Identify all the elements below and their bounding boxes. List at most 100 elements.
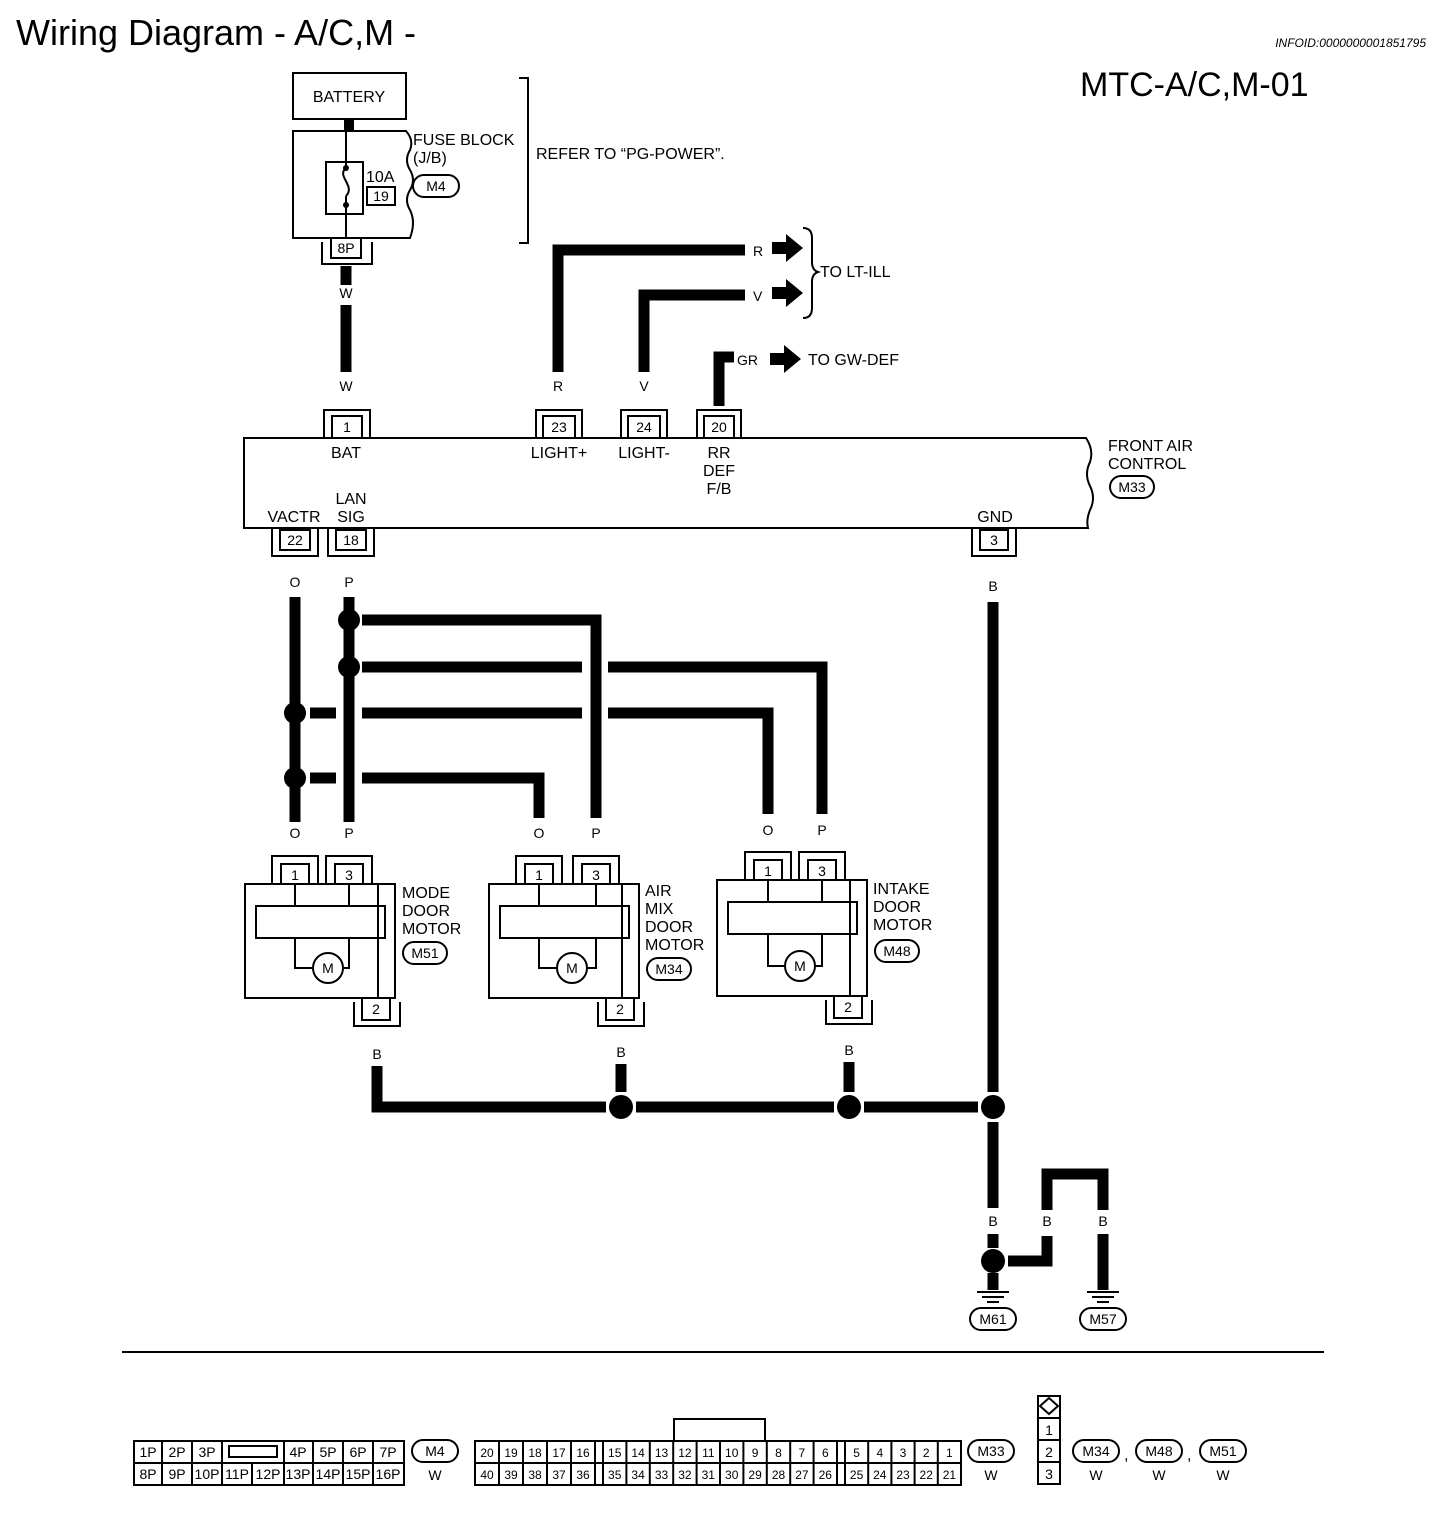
svg-text:6P: 6P: [349, 1444, 366, 1460]
m33-pin-label: 33: [655, 1468, 669, 1482]
svg-text:CONTROL: CONTROL: [1108, 456, 1186, 473]
svg-text:16P: 16P: [376, 1466, 401, 1482]
svg-text:LIGHT-: LIGHT-: [618, 445, 670, 462]
svg-text:11P: 11P: [225, 1466, 249, 1482]
svg-text:4P: 4P: [289, 1444, 306, 1460]
pin-bat: 1 BAT: [323, 409, 371, 462]
svg-text:MODE: MODE: [402, 885, 450, 902]
m33-pin-label: 28: [772, 1468, 786, 1482]
air-mix-door-motor: 1 3 M 2 AIR MIX DOOR MOTOR M34: [488, 855, 704, 1027]
svg-text:P: P: [591, 825, 600, 841]
svg-text:MIX: MIX: [645, 901, 674, 918]
svg-text:2: 2: [844, 999, 852, 1015]
svg-text:R: R: [553, 378, 563, 394]
svg-text:O: O: [290, 574, 301, 590]
m33-pin-label: 27: [795, 1468, 809, 1482]
svg-text:10P: 10P: [195, 1466, 220, 1482]
svg-text:3P: 3P: [198, 1444, 215, 1460]
svg-text:19: 19: [373, 188, 389, 204]
svg-text:3: 3: [818, 863, 826, 879]
m33-pin-label: 6: [822, 1446, 829, 1460]
svg-text:DOOR: DOOR: [645, 919, 693, 936]
svg-text:M34: M34: [1082, 1443, 1109, 1459]
svg-text:W: W: [339, 285, 353, 301]
svg-text:B: B: [1042, 1213, 1051, 1229]
svg-text:V: V: [753, 288, 763, 304]
mode-door-motor: 1 3 M 2 MODE DOOR MOTOR M51: [244, 855, 461, 1027]
svg-text:TO GW-DEF: TO GW-DEF: [808, 352, 899, 369]
svg-text:M34: M34: [655, 961, 682, 977]
refer-note: REFER TO “PG-POWER”.: [519, 77, 725, 244]
m33-pin-label: 31: [702, 1468, 716, 1482]
svg-text:M4: M4: [425, 1443, 445, 1459]
ground-m57: M57: [1079, 1291, 1127, 1331]
svg-text:M51: M51: [411, 945, 438, 961]
svg-text:BAT: BAT: [331, 445, 361, 462]
m33-pin-label: 36: [576, 1468, 590, 1482]
m33-pin-label: 2: [923, 1446, 930, 1460]
m33-pin-label: 8: [775, 1446, 782, 1460]
svg-text:M61: M61: [979, 1311, 1006, 1327]
fuse-terminal-8p: 8P: [321, 237, 373, 265]
intake-door-motor: 1 3 M 2 INTAKE DOOR MOTOR M48: [716, 851, 932, 1025]
svg-text:10A: 10A: [366, 169, 395, 186]
svg-text:V: V: [639, 378, 649, 394]
svg-text:DOOR: DOOR: [402, 903, 450, 920]
svg-text:AIR: AIR: [645, 883, 672, 900]
pin-vactr: VACTR 22: [267, 509, 321, 557]
m33-pin-label: 39: [504, 1468, 518, 1482]
m33-pin-label: 17: [552, 1446, 566, 1460]
pin-rrdef: 20 RR DEF F/B: [696, 409, 742, 498]
svg-text:M48: M48: [1145, 1443, 1172, 1459]
svg-text:M33: M33: [1118, 479, 1145, 495]
m33-pin-label: 10: [725, 1446, 739, 1460]
svg-text:3: 3: [592, 867, 600, 883]
m33-pin-label: 32: [678, 1468, 692, 1482]
svg-text:M4: M4: [426, 178, 446, 194]
svg-text:W: W: [984, 1467, 998, 1483]
m33-pin-label: 20: [480, 1446, 494, 1460]
svg-text:B: B: [988, 1213, 997, 1229]
svg-text:M33: M33: [977, 1443, 1004, 1459]
wire-r-light: R R: [552, 234, 803, 394]
svg-text:1: 1: [291, 867, 299, 883]
svg-text:W: W: [1089, 1467, 1103, 1483]
svg-text:,: ,: [1187, 1447, 1191, 1464]
m33-pin-label: 38: [528, 1468, 542, 1482]
svg-text:8P: 8P: [337, 240, 354, 256]
fuse-block: 10A 19 FUSE BLOCK (J/B) M4: [292, 130, 515, 239]
svg-text:P: P: [817, 822, 826, 838]
svg-text:12P: 12P: [256, 1466, 281, 1482]
m33-pin-label: 40: [480, 1468, 494, 1482]
lt-ill-destination: TO LT-ILL: [802, 227, 891, 319]
svg-text:18: 18: [343, 532, 359, 548]
svg-text:M: M: [794, 958, 806, 974]
m33-pin-label: 34: [631, 1468, 645, 1482]
svg-text:W: W: [428, 1467, 442, 1483]
svg-text:R: R: [753, 243, 763, 259]
m33-pin-label: 4: [876, 1446, 883, 1460]
svg-text:2: 2: [372, 1001, 380, 1017]
svg-text:GR: GR: [737, 352, 758, 368]
pin-light-pos: 23 LIGHT+: [531, 409, 587, 462]
svg-text:15P: 15P: [346, 1466, 371, 1482]
svg-text:P: P: [344, 574, 353, 590]
m33-pin-label: 15: [608, 1446, 622, 1460]
m33-pin-label: 29: [748, 1468, 762, 1482]
svg-text:FUSE BLOCK: FUSE BLOCK: [413, 132, 515, 149]
svg-text:1: 1: [343, 419, 351, 435]
m33-pin-label: 9: [752, 1446, 759, 1460]
svg-text:W: W: [1152, 1467, 1166, 1483]
svg-text:1: 1: [764, 863, 772, 879]
m33-pin-label: 25: [850, 1468, 864, 1482]
svg-text:,: ,: [1124, 1447, 1128, 1464]
svg-text:2: 2: [616, 1001, 624, 1017]
m33-pin-label: 12: [678, 1446, 692, 1460]
m33-pin-label: 21: [943, 1468, 957, 1482]
m33-pin-label: 37: [552, 1468, 566, 1482]
svg-text:M: M: [566, 960, 578, 976]
battery: BATTERY: [292, 72, 407, 120]
m33-pin-label: 35: [608, 1468, 622, 1482]
svg-text:TO LT-ILL: TO LT-ILL: [820, 264, 891, 281]
svg-text:MOTOR: MOTOR: [645, 937, 704, 954]
